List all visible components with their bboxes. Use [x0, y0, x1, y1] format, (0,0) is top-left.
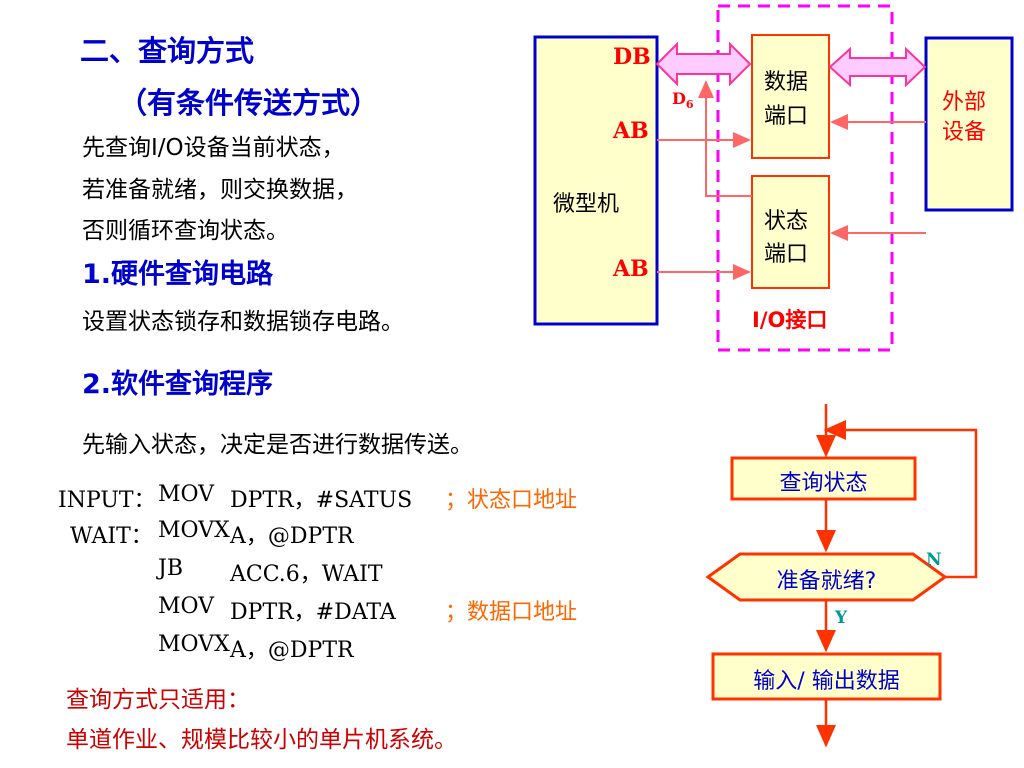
io-interface-label: I/O接口: [752, 308, 828, 332]
flow-yes-label: Y: [835, 608, 848, 628]
code-line-5-op: MOVX: [158, 632, 230, 657]
software-heading: 2.软件查询程序: [82, 362, 273, 401]
d6-line: [698, 80, 752, 197]
db-label: DB: [613, 44, 651, 70]
code-line-3-op: JB: [158, 556, 183, 581]
flow-no-label: N: [926, 550, 942, 570]
software-heading-num: 2.: [82, 369, 112, 400]
computer-label: 微型机: [553, 192, 620, 217]
desc-line-1: 先查询I/O设备当前状态，: [82, 135, 345, 161]
status-port-box: [751, 175, 830, 289]
ext-bus-arrow: [828, 46, 927, 88]
code-line-3-args: ACC.6，WAIT: [230, 562, 383, 587]
hardware-heading: 1.硬件查询电路: [82, 252, 273, 291]
software-heading-text: 软件查询程序: [111, 369, 274, 400]
code-line-2-args: A，@DPTR: [230, 524, 354, 549]
flow-step1-box: [730, 456, 917, 501]
hardware-desc: 设置状态锁存和数据锁存电路。: [82, 309, 404, 335]
flow-step2-box: [711, 652, 942, 701]
data-port-label-2: 端口: [764, 104, 809, 129]
note-line-2: 单道作业、规模比较小的单片机系统。: [66, 727, 457, 753]
software-desc: 先输入状态，决定是否进行数据传送。: [82, 432, 473, 458]
db-bus-arrow: [655, 41, 752, 87]
code-line-4-args: DPTR，#DATA: [230, 600, 396, 625]
code-line-5-args: A，@DPTR: [230, 638, 354, 663]
section-title: 二、查询方式: [80, 34, 255, 68]
code-line-4-op: MOV: [158, 594, 215, 619]
hardware-heading-text: 硬件查询电路: [111, 259, 274, 290]
ab-label-2: AB: [613, 256, 649, 282]
ab-label-1: AB: [613, 118, 649, 144]
code-line-4-comment: ；数据口地址: [445, 600, 578, 625]
code-line-2-label: WAIT：: [70, 524, 153, 549]
flow-decision-label: 准备就绪?: [776, 569, 877, 594]
flow-step1-label: 查询状态: [779, 471, 868, 496]
desc-line-2: 若准备就绪，则交换数据，: [82, 177, 358, 203]
io-interface-region: [716, 4, 894, 352]
note-line-1: 查询方式只适用：: [66, 687, 250, 713]
flow-step2-label: 输入/ 输出数据: [753, 669, 900, 694]
external-device-box: [924, 36, 1014, 212]
data-port-box: [751, 34, 830, 159]
code-line-2-op: MOVX: [158, 518, 230, 543]
status-port-label-2: 端口: [764, 242, 809, 267]
external-label-2: 设备: [942, 120, 987, 145]
desc-line-3: 否则循环查询状态。: [82, 218, 289, 244]
data-port-label-1: 数据: [764, 70, 809, 95]
code-line-1-comment: ；状态口地址: [445, 488, 578, 513]
status-port-label-1: 状态: [764, 209, 809, 234]
flow-no-loop: [823, 420, 978, 579]
code-line-1-label: INPUT：: [58, 488, 156, 513]
code-line-1-op: MOV: [158, 482, 215, 507]
code-line-1-args: DPTR，#SATUS: [230, 488, 413, 513]
d6-label: D6: [672, 89, 694, 111]
hardware-heading-num: 1.: [82, 259, 112, 290]
computer-box: [533, 35, 659, 326]
d6-label-text: D: [672, 89, 686, 108]
external-label-1: 外部: [942, 90, 987, 115]
d6-label-sub: 6: [685, 98, 694, 112]
section-subtitle: （有条件传送方式）: [118, 86, 380, 120]
